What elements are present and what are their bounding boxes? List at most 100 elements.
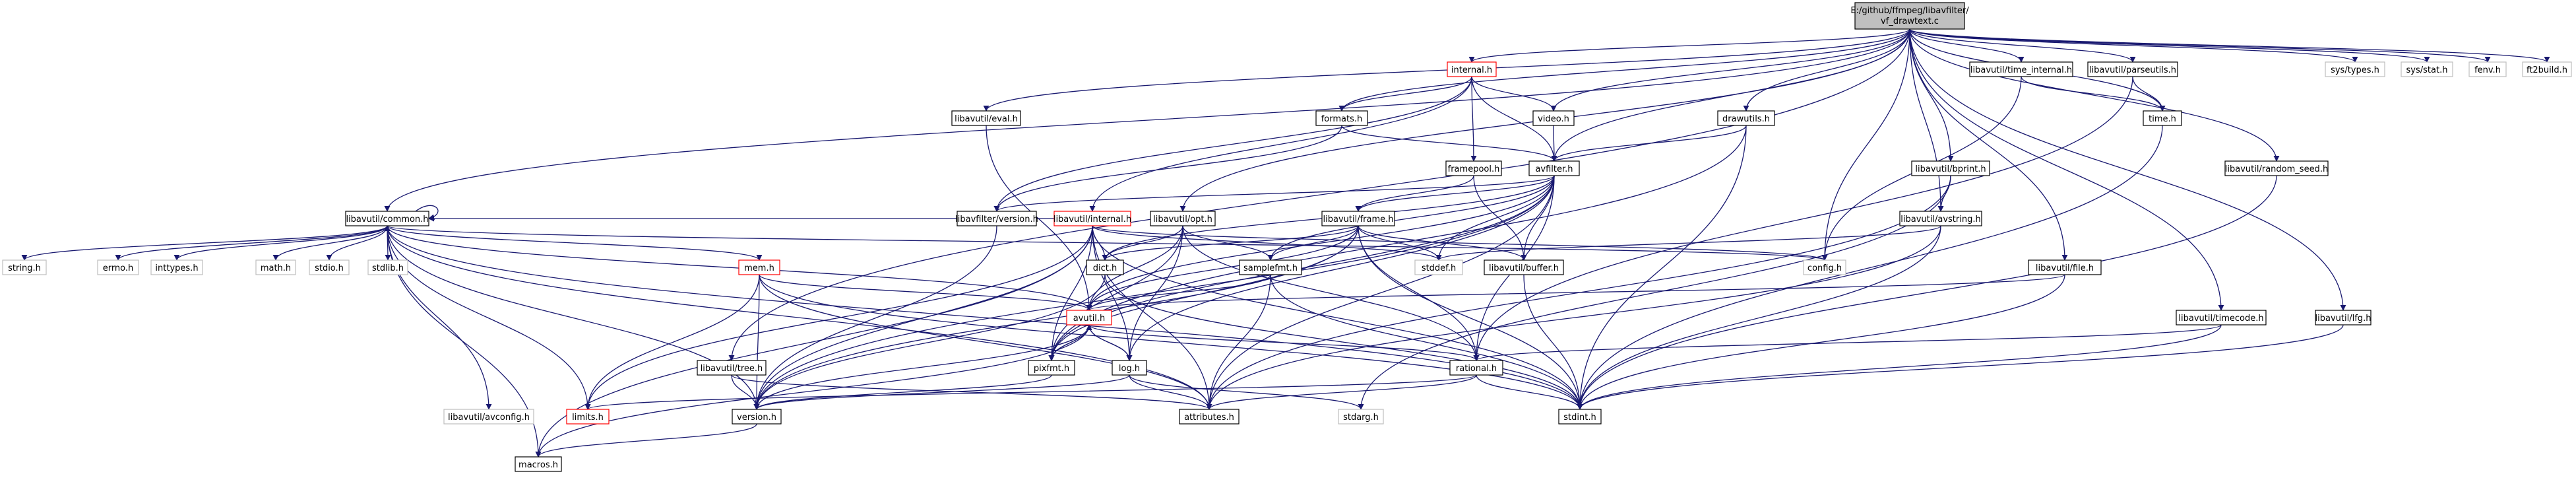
edge-avutil-to-rational: [1088, 324, 1480, 361]
node-label: formats.h: [1321, 114, 1363, 124]
edge-frame-to-dict: [1102, 225, 1359, 261]
edge-avinternal-to-config: [1092, 225, 1828, 261]
node-avstring[interactable]: libavutil/avstring.h: [1899, 211, 1982, 226]
edge-opt-to-dict: [1102, 225, 1183, 261]
node-time[interactable]: time.h: [2143, 110, 2182, 126]
node-drawutils[interactable]: drawutils.h: [1717, 110, 1775, 126]
node-limits[interactable]: limits.h: [566, 409, 610, 425]
node-framepool[interactable]: framepool.h: [1445, 160, 1502, 176]
node-avinternal[interactable]: libavutil/internal.h: [1053, 211, 1131, 226]
edge-root-to-drawutils: [1743, 28, 1910, 112]
node-time_internal[interactable]: libavutil/time_internal.h: [1969, 61, 2073, 77]
edge-mem-to-avutil: [759, 274, 1092, 311]
node-common[interactable]: libavutil/common.h: [345, 211, 429, 226]
node-stdint[interactable]: stdint.h: [1558, 409, 1602, 425]
edge-opt-to-rational: [1182, 225, 1480, 361]
node-attributes[interactable]: attributes.h: [1179, 409, 1240, 425]
edge-avfilter-to-version: [753, 175, 1555, 410]
edge-root-to-internal: [1468, 28, 1910, 63]
edges-layer: [21, 28, 2550, 458]
node-box: [1086, 259, 1124, 275]
node-pixfmt[interactable]: pixfmt.h: [1028, 360, 1075, 376]
node-file[interactable]: libavutil/file.h: [2028, 259, 2102, 275]
edge-avstring-to-stddef: [1435, 225, 1941, 261]
node-label: libavutil/tree.h: [701, 364, 763, 374]
node-label: libavutil/common.h: [346, 215, 428, 224]
node-avconfig: libavutil/avconfig.h: [443, 409, 534, 425]
edge-rational-to-attributes: [1206, 374, 1477, 410]
edge-internal-to-lfversion: [993, 76, 1472, 212]
node-box: [732, 409, 782, 425]
node-samplefmt[interactable]: samplefmt.h: [1239, 259, 1302, 275]
edge-log-to-stdarg: [1129, 374, 1364, 410]
node-label: libavutil/avstring.h: [1901, 215, 1980, 224]
node-opt[interactable]: libavutil/opt.h: [1150, 211, 1216, 226]
edge-avfilter-to-log: [1126, 175, 1555, 361]
node-tree[interactable]: libavutil/tree.h: [697, 360, 767, 376]
node-box: [1414, 259, 1463, 275]
node-random_seed[interactable]: libavutil/random_seed.h: [2224, 160, 2329, 176]
node-label: avfilter.h: [1535, 164, 1573, 174]
node-formats[interactable]: formats.h: [1315, 110, 1368, 126]
node-label: string.h: [8, 263, 41, 273]
node-bprint[interactable]: libavutil/bprint.h: [1911, 160, 1990, 176]
node-log[interactable]: log.h: [1112, 360, 1147, 376]
node-label: libavutil/eval.h: [955, 114, 1018, 124]
node-box: [2087, 61, 2178, 77]
node-label: attributes.h: [1184, 413, 1234, 423]
edge-root-to-formats: [1338, 28, 1910, 112]
node-box: [150, 259, 203, 275]
node-sys_types: sys/types.h: [2325, 61, 2385, 77]
node-buffer[interactable]: libavutil/buffer.h: [1484, 259, 1564, 275]
node-math: math.h: [255, 259, 296, 275]
edge-mem-to-stdint: [759, 274, 1583, 410]
node-box: [2, 259, 47, 275]
node-frame[interactable]: libavutil/frame.h: [1321, 211, 1395, 226]
edge-avutil-to-version: [753, 324, 1090, 410]
node-box: [2468, 61, 2507, 77]
node-dict[interactable]: dict.h: [1086, 259, 1124, 275]
node-box: [97, 259, 139, 275]
node-stdarg: stdarg.h: [1338, 409, 1384, 425]
node-box: [255, 259, 296, 275]
node-box: [1338, 409, 1384, 425]
node-box: [1445, 160, 1502, 176]
edge-log-to-version: [753, 374, 1130, 410]
node-avutil[interactable]: avutil.h: [1066, 310, 1112, 325]
node-rational[interactable]: rational.h: [1449, 360, 1503, 376]
node-label: libavutil/lfg.h: [2315, 314, 2372, 324]
node-box: [1532, 110, 1575, 126]
node-timecode[interactable]: libavutil/timecode.h: [2176, 310, 2267, 325]
edge-internal-to-formats: [1338, 76, 1472, 112]
node-label: dict.h: [1093, 263, 1117, 273]
node-mem[interactable]: mem.h: [738, 259, 780, 275]
node-label: libavutil/internal.h: [1053, 215, 1131, 224]
node-box: [2028, 259, 2102, 275]
edge-common-to-inttypes: [173, 225, 388, 261]
edge-frame-to-avutil: [1086, 225, 1359, 311]
edge-opt-to-avutil: [1086, 225, 1183, 311]
edge-internal-to-framepool: [1470, 76, 1477, 162]
edge-internal-to-avinternal: [1089, 76, 1472, 212]
node-label: time.h: [2149, 114, 2176, 124]
node-label: version.h: [737, 413, 776, 423]
node-root[interactable]: E:/github/ffmpeg/libavfilter/vf_drawtext…: [1850, 2, 1969, 30]
node-lfg[interactable]: libavutil/lfg.h: [2315, 310, 2372, 325]
node-stddef: stddef.h: [1414, 259, 1463, 275]
node-lfversion[interactable]: libavfilter/version.h: [955, 211, 1038, 226]
node-config: config.h: [1803, 259, 1846, 275]
node-video[interactable]: video.h: [1532, 110, 1575, 126]
edge-mem-to-limits: [584, 274, 760, 410]
node-box: [443, 409, 534, 425]
node-box: [1028, 360, 1075, 376]
node-label: fenv.h: [2474, 65, 2501, 75]
node-eval[interactable]: libavutil/eval.h: [951, 110, 1021, 126]
node-label: libavutil/timecode.h: [2178, 314, 2263, 324]
node-version[interactable]: version.h: [732, 409, 782, 425]
edge-root-to-sys_types: [1909, 28, 2358, 63]
node-parseutils[interactable]: libavutil/parseutils.h: [2087, 61, 2178, 77]
node-macros[interactable]: macros.h: [515, 456, 562, 472]
node-avfilter[interactable]: avfilter.h: [1528, 160, 1580, 176]
node-internal[interactable]: internal.h: [1447, 61, 1497, 77]
edge-avutil-to-common: [384, 225, 1090, 311]
